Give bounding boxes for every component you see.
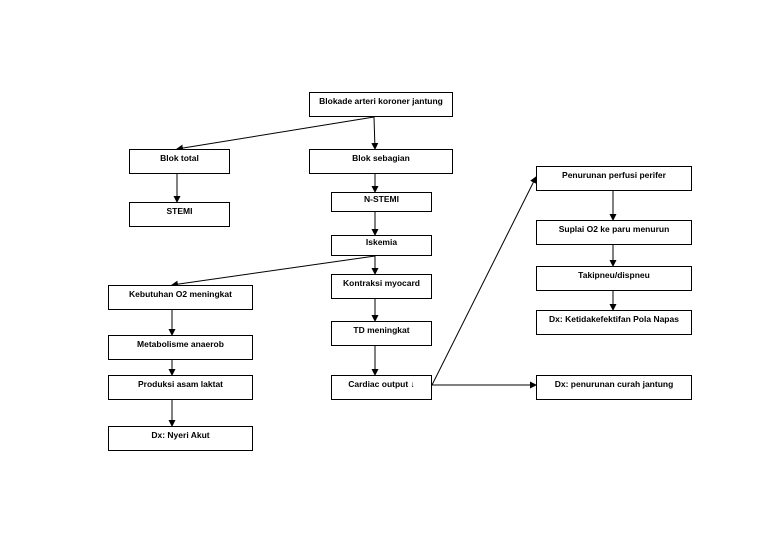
node-label: Penurunan perfusi perifer [562,170,666,181]
node-label: STEMI [166,206,193,217]
node-label: Produksi asam laktat [137,379,224,390]
node-label: Dx: penurunan curah jantung [554,379,674,390]
arrow-cardiac_output-to-perfusi [431,176,537,386]
node-td-meningkat: TD meningkat [331,321,432,346]
node-kontraksi-myocard: Kontraksi myocard [331,274,432,299]
node-blok-sebagian: Blok sebagian [309,149,453,174]
node-label: Takipneu/dispneu [578,270,650,281]
node-label: Dx: Nyeri Akut [151,430,210,441]
node-produksi-asam-laktat: Produksi asam laktat [108,375,253,400]
arrow-iskemia-to-kebutuhan_o2 [171,255,376,288]
node-dx-curah-jantung: Dx: penurunan curah jantung [536,375,692,400]
node-n-stemi: N-STEMI [331,192,432,212]
node-blokade-arteri-koroner: Blokade arteri koroner jantung [309,92,453,117]
node-blok-total: Blok total [129,149,230,174]
node-kebutuhan-o2-meningkat: Kebutuhan O2 meningkat [108,285,253,310]
node-label: Iskemia [365,237,398,248]
node-label: TD meningkat [353,325,410,336]
node-cardiac-output: Cardiac output ↓ [331,375,432,400]
node-stemi: STEMI [129,202,230,227]
node-label: Cardiac output ↓ [348,379,415,390]
node-dx-nyeri-akut: Dx: Nyeri Akut [108,426,253,451]
arrow-blokade-to-blok_total [176,116,375,152]
arrow-blokade-to-blok_sebagian [371,116,379,150]
node-takipneu-dispneu: Takipneu/dispneu [536,266,692,291]
node-label: Metabolisme anaerob [137,339,224,350]
node-penurunan-perfusi-perifer: Penurunan perfusi perifer [536,166,692,191]
node-label: Blokade arteri koroner jantung [319,96,443,107]
node-label: Kebutuhan O2 meningkat [129,289,232,300]
node-suplai-o2-paru: Suplai O2 ke paru menurun [536,220,692,245]
node-metabolisme-anaerob: Metabolisme anaerob [108,335,253,360]
node-label: Kontraksi myocard [343,278,420,289]
node-dx-pola-napas: Dx: Ketidakefektifan Pola Napas [536,310,692,335]
node-label: Blok sebagian [352,153,410,164]
node-label: Dx: Ketidakefektifan Pola Napas [549,314,679,325]
node-label: Suplai O2 ke paru menurun [558,224,670,235]
node-label: Blok total [160,153,199,164]
node-label: N-STEMI [364,193,399,204]
node-iskemia: Iskemia [331,235,432,256]
